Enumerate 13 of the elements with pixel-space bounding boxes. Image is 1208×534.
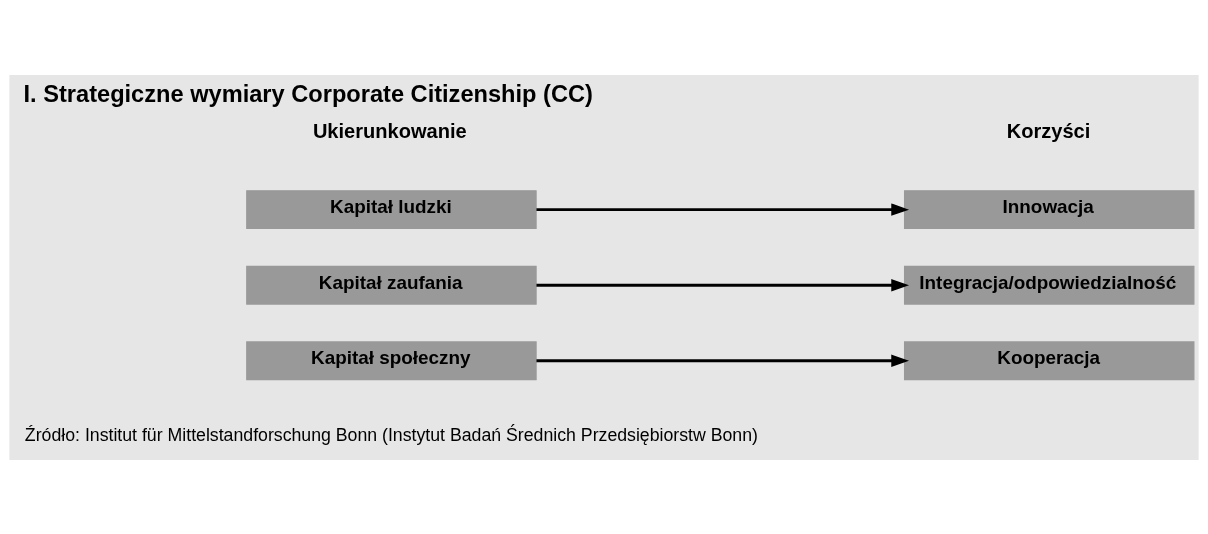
node-box: Kapitał zaufania	[246, 265, 537, 305]
caption: Źródło: Institut für Mittelstandforschung Bonn (Instytut Badań Średnich Przedsiębiorstw Bonn)	[24, 424, 758, 445]
label: Ukierunkowanie	[312, 119, 467, 142]
diagram-title: I. Strategiczne wymiary Corporate Citizenship (CC)	[23, 80, 593, 107]
node-box: Innowacja	[903, 189, 1195, 229]
node-box: Integracja/odpowiedzialność	[903, 265, 1195, 305]
arrow	[536, 202, 909, 216]
node-box: Kooperacja	[903, 340, 1195, 380]
arrow	[536, 278, 909, 291]
label: Korzyści	[1006, 119, 1091, 142]
node-box: Kapitał społeczny	[246, 340, 537, 380]
arrow	[536, 354, 909, 367]
node-box: Kapitał ludzki	[246, 189, 537, 229]
